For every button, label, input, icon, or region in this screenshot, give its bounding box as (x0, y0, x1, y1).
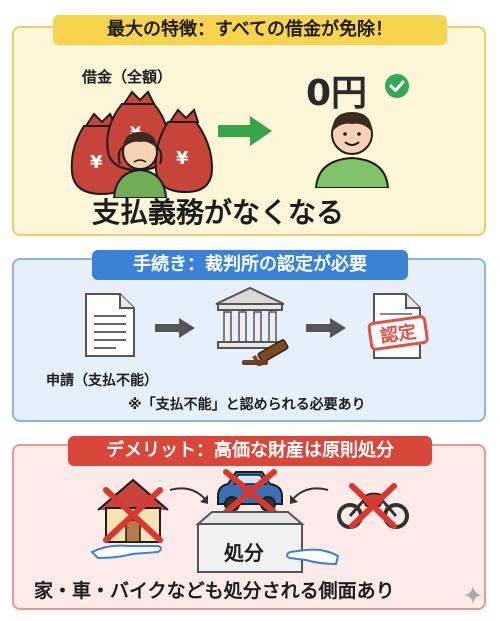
check-icon (385, 74, 409, 98)
curved-arrow-icon (169, 487, 208, 504)
sparkle-icon (464, 586, 482, 604)
house-illustration (90, 478, 169, 560)
document-icon (85, 293, 135, 357)
requirement-note: ※「支払不能」と認められる必要あり (128, 397, 366, 413)
box-icon (195, 511, 305, 573)
approval-stamp-icon: 認定 (367, 293, 429, 359)
result-text: 支払義務がなくなる (92, 196, 345, 229)
hand-icon (90, 544, 162, 560)
application-label: 申請（支払不能） (46, 373, 158, 389)
feature-heading: 最大の特徴：すべての借金が免除！ (53, 15, 447, 45)
stressed-person-icon (112, 132, 168, 198)
hand-icon (286, 548, 340, 566)
procedure-heading: 手続き：裁判所の認定が必要 (92, 250, 408, 280)
gavel-icon (242, 339, 289, 366)
debt-illustration: ¥ ¥ ¥ (70, 90, 214, 198)
happy-person-icon (314, 112, 390, 188)
green-arrow-icon (218, 116, 272, 146)
disposal-label: 処分 (224, 541, 264, 565)
arrow-icon (155, 318, 195, 338)
yen-sign: ¥ (90, 152, 103, 173)
footer-text: 家・車・バイクなども処分される側面あり (34, 580, 395, 602)
arrow-icon (306, 318, 346, 338)
motorcycle-icon (337, 492, 409, 529)
motorcycle-illustration (337, 483, 409, 529)
curved-arrow-icon (290, 487, 329, 504)
stamp-label: 認定 (379, 321, 418, 348)
car-illustration (217, 469, 283, 514)
zero-yen-label: 0円 (306, 73, 368, 114)
yen-sign: ¥ (176, 148, 189, 169)
demerit-heading: デメリット：高価な財産は原則処分 (68, 436, 432, 466)
courthouse-icon (215, 286, 289, 366)
debt-label: 借金（全額） (82, 68, 173, 86)
